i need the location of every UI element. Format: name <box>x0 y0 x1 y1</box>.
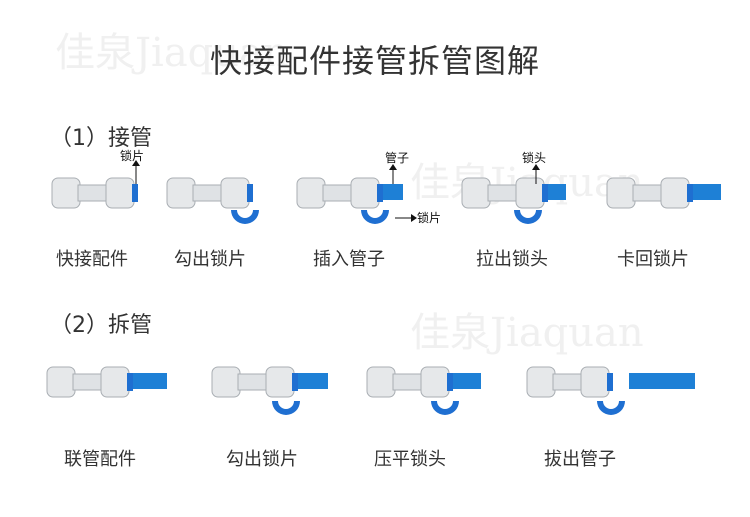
step-caption: 勾出锁片 <box>226 449 298 470</box>
step-caption: 拔出管子 <box>544 449 616 470</box>
watermark: 佳泉Jiaquan <box>410 310 644 356</box>
lock-clip <box>514 210 542 224</box>
tube <box>133 373 167 389</box>
step-caption: 卡回锁片 <box>617 249 689 270</box>
tube <box>298 373 328 389</box>
tube <box>693 184 721 200</box>
lock-clip <box>597 401 625 415</box>
page-title: 快接配件接管拆管图解 <box>209 42 540 80</box>
tube <box>453 373 481 389</box>
fitting-hook-clip-figure <box>166 177 259 224</box>
fitting-clip-back-figure <box>606 177 721 209</box>
fitting-hook-clip-figure-2 <box>211 366 328 415</box>
fitting-body <box>51 177 135 209</box>
fitting-insert-tube-figure: 管子 锁片 <box>296 150 441 225</box>
fitting-quick-connect-figure: 锁片 <box>51 148 144 209</box>
fitting-pull-tube-figure <box>526 366 695 415</box>
step-caption: 插入管子 <box>313 249 385 270</box>
lock-clip <box>361 210 389 224</box>
step-caption: 联管配件 <box>64 449 136 470</box>
label-lock-head: 锁头 <box>522 150 546 165</box>
collet-blue <box>132 184 138 202</box>
section-1-heading: （1）接管 <box>50 126 152 151</box>
lock-clip <box>231 210 259 224</box>
lock-clip <box>272 401 300 415</box>
step-caption: 压平锁头 <box>374 449 446 470</box>
fitting-connected-figure <box>46 366 167 398</box>
fitting-pull-lock-figure: 锁头 <box>461 150 566 224</box>
fitting-press-lock-figure <box>366 366 481 415</box>
step-caption: 快接配件 <box>56 249 128 270</box>
step-caption: 勾出锁片 <box>174 249 246 270</box>
watermark: 佳泉Jiaquan <box>55 30 289 76</box>
tube <box>629 373 695 389</box>
lock-clip <box>431 401 459 415</box>
label-lock-clip: 锁片 <box>417 210 441 225</box>
label-lock-clip: 锁片 <box>120 148 144 163</box>
tube <box>548 184 566 200</box>
label-tube: 管子 <box>385 150 409 165</box>
step-caption: 拉出锁头 <box>476 249 548 270</box>
section-2-heading: （2）拆管 <box>50 313 152 338</box>
tube <box>383 184 403 200</box>
